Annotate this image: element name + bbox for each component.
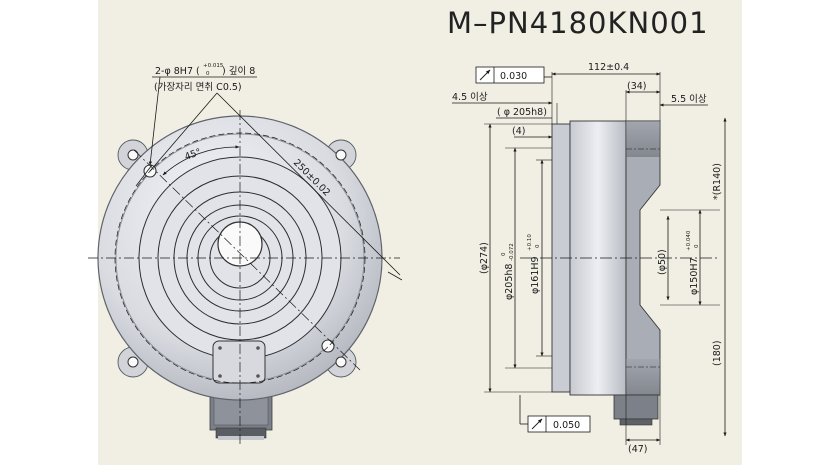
connector-plate [212,340,266,384]
side-connector-plug [619,418,653,426]
side-cap-shade-bottom [626,359,660,395]
len-4: (4) [512,126,525,137]
angle-dimension [135,92,403,281]
dia-150-group: φ150H7 +0.040 0 [686,230,700,295]
ear-holes [127,149,347,368]
dia-150-main: φ150H7 [689,257,700,295]
model-title: M–PN4180KN001 [447,6,709,40]
min-left: 4.5 이상 [452,92,488,103]
length-34: (34) [627,81,647,92]
runout-box-top [475,66,545,84]
dia-161-group: φ161H9 +0.10 0 [527,234,541,294]
chamfer-note: (가장자리 면취 C0.5) [154,82,242,93]
hole-spec-tol-bottom: 0 [206,71,210,77]
len-47-label: (47) [628,444,648,455]
runout-top-value: 0.030 [500,71,527,82]
side-connector [613,394,659,420]
dia-205-top: ( φ 205h8) [497,107,547,118]
dia-150-tol-bottom: 0 [694,244,700,248]
length-total: 112±0.4 [588,62,629,73]
hole-spec-tol-top: +0.015 [203,63,224,69]
runout-box-bottom [527,415,591,433]
front-view: 2-φ 8H7 ( +0.015 0 ) 깊이 8 (가장자리 면취 C0.5)… [88,63,403,445]
hole-callout-leader [148,76,257,166]
side-extension-lines [484,72,720,445]
dia-150-tol-top: +0.040 [686,230,692,251]
front-centerlines [88,110,400,445]
hole-spec-suffix: ) 깊이 8 [222,65,255,77]
min-right: 5.5 이상 [671,94,707,105]
dia-161-main: φ161H9 [530,256,541,294]
dia-205-main: φ205h8 [504,264,515,300]
dia-161-tol-bottom: 0 [535,244,541,248]
dia-50-label: (φ50) [657,249,668,275]
dia-205-tol-bottom: -0.072 [509,243,515,261]
side-dimension-lines [452,72,727,442]
len-180-label: (180) [712,340,723,366]
side-cap-shade-top [626,121,660,157]
side-hidden-lines [626,148,660,368]
side-view: 0.030 0.050 112±0.4 (34) 4.5 이상 5.5 이상 (… [452,62,727,455]
runout-bottom-value: 0.050 [553,420,580,431]
dia-205-group: φ205h8 0 -0.072 [501,243,515,300]
r140-label: *(R140) [712,163,723,200]
hole-spec-prefix: 2-φ 8H7 ( [155,66,200,77]
angle-label: 45° [183,147,203,163]
dia-274-label: (φ274) [479,242,490,274]
dia-205-tol-top: 0 [501,252,507,256]
side-body [569,120,627,396]
dia-161-tol-top: +0.10 [527,234,533,251]
